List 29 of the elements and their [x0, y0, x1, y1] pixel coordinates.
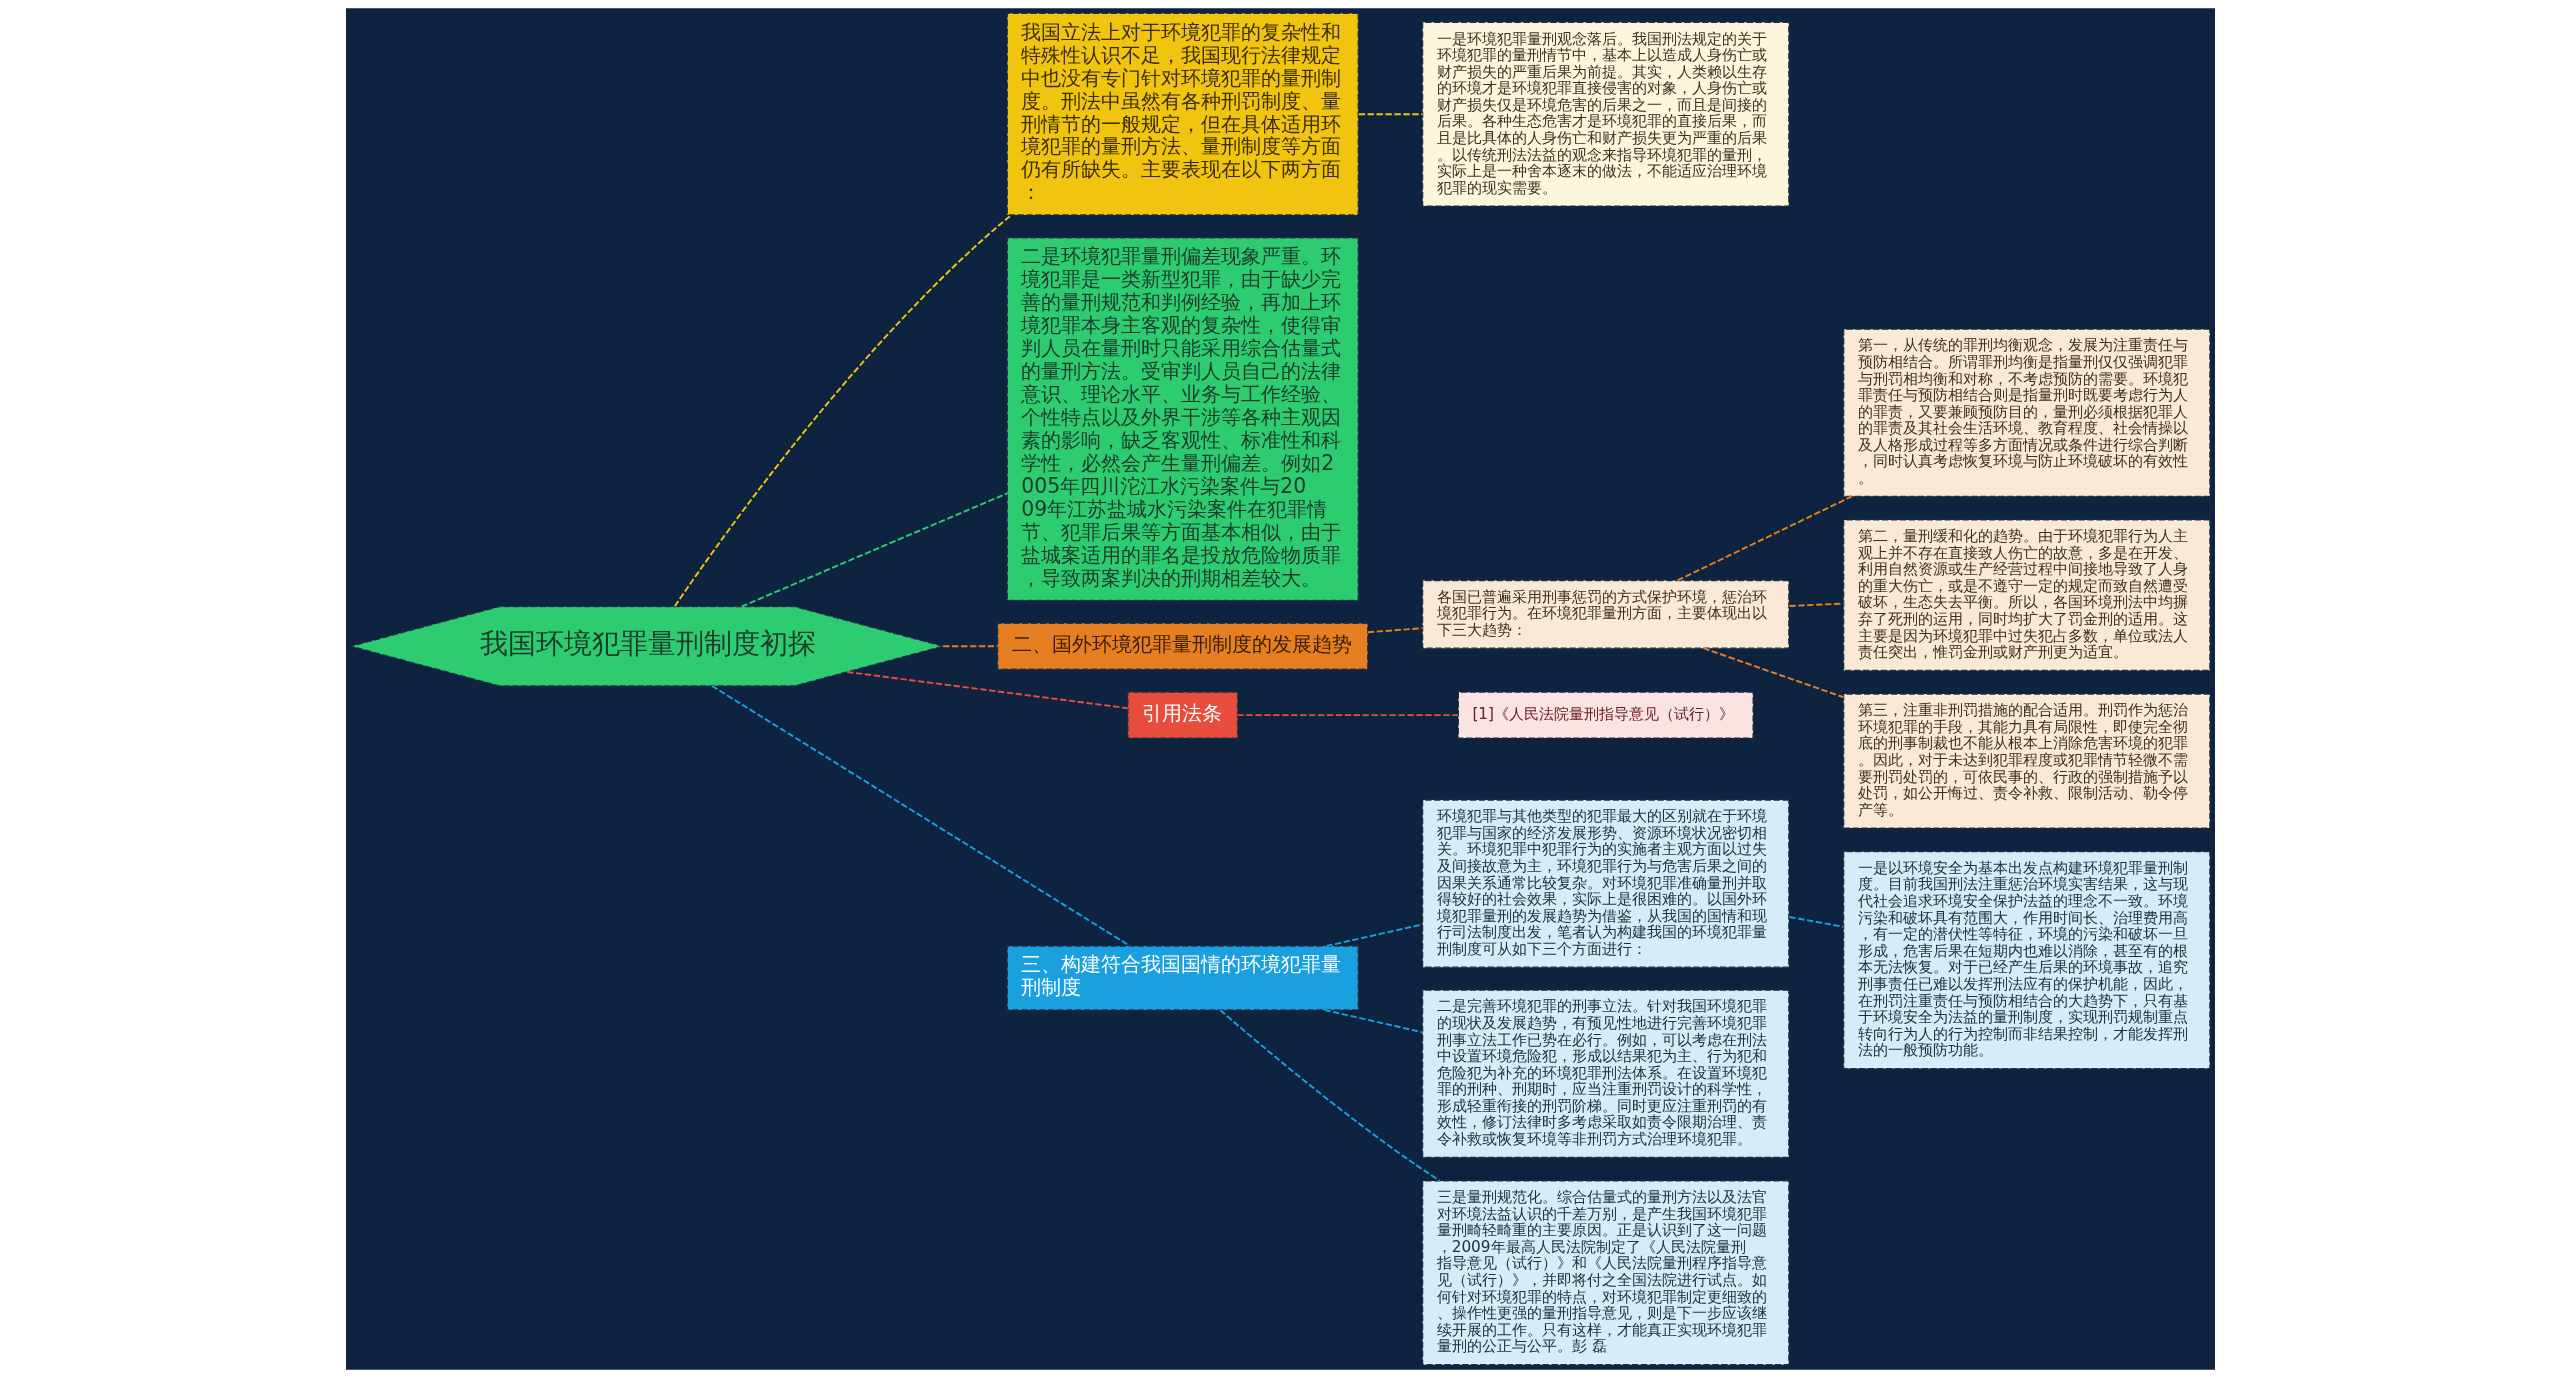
node-box: 环境犯罪与其他类型的犯罪最大的区别就在于环境犯罪与国家的经济发展形势、资源环境状况密切相关。环境犯罪中犯罪行为的实施者主观方面以过失及间接故意为主，环境犯罪行为与危害后果之间的因果关系通常比较复杂。对环境犯罪准确量刑并取得较好的社会效果，实际上是很困难的。以国外环境犯罪量刑的发展趋势为借鉴，从我国的国情和现行司法制度出发，笔者认为构建我国的环境犯罪量刑制度可从如下三个方面进行：: [1421, 799, 1789, 968]
connector: [1676, 495, 1853, 582]
node-box: 引用法条: [1126, 691, 1238, 739]
connector: [673, 214, 1012, 608]
connector: [1323, 1009, 1423, 1034]
node-box: 二、国外环境犯罪量刑制度的发展趋势: [996, 622, 1368, 670]
connector: [1324, 923, 1423, 947]
node-box: [1]《人民法院量刑指导意见（试行）》: [1457, 691, 1754, 739]
node-box: 我国立法上对于环境犯罪的复杂性和特殊性认识不足，我国现行法律规定中也没有专门针对环境犯罪的量刑制度。刑法中虽然有各种刑罚制度、量刑情节的一般规定，但在具体适用环境犯罪的量刑方法、量刑制度等方面仍有所缺失。主要表现在以下两方面：: [1006, 12, 1359, 216]
connector: [1218, 1009, 1441, 1182]
connector: [941, 645, 999, 648]
node-box: 第一，从传统的罪刑均衡观念，发展为注重责任与预防相结合。所谓罪刑均衡是指量刑仅仅强调犯罪与刑罚相均衡和对称，不考虑预防的需要。环境犯罪责任与预防相结合则是指量刑时既要考虑行为人的罪责，又要兼顾预防目的，量刑必须根据犯罪人的罪责及其社会生活环境、教育程度、社会情操以及人格形成过程等多方面情况或条件进行综合判断，同时认真考虑恢复环境与防止环境破坏的有效性。: [1842, 328, 2211, 497]
node-box: 第三，注重非刑罚措施的配合适用。刑罚作为惩治环境犯罪的手段，其能力具有局限性，即使完全彻底的刑事制裁也不能从根本上消除危害环境的犯罪。因此，对于未达到犯罪程度或犯罪情节轻微不需要刑罚处罚的，可依民事的、行政的强制措施予以处罚，如公开悔过、责令补救、限制活动、勒令停产等。: [1842, 693, 2211, 829]
node-box: 二是环境犯罪量刑偏差现象严重。环境犯罪是一类新型犯罪，由于缺少完善的量刑规范和判例经验，再加上环境犯罪本身主客观的复杂性，使得审判人员在量刑时只能采用综合估量式的量刑方法。受审判人员自己的法律意识、理论水平、业务与工作经验、个性特点以及外界干涉等各种主观因素的影响，缺乏客观性、标准性和科学性，必然会产生量刑偏差。例如2005年四川沱江水污染案件与2009年江苏盐城水污染案件在犯罪情节、犯罪后果等方面基本相似，由于盐城案适用的罪名是投放危险物质罪，导致两案判决的刑期相差较大。: [1006, 237, 1359, 601]
node-box: 一是环境犯罪量刑观念落后。我国刑法规定的关于环境犯罪的量刑情节中，基本上以造成人身伤亡或财产损失的严重后果为前提。其实，人类赖以生存的环境才是环境犯罪直接侵害的对象，人身伤亡或财产损失仅是环境危害的后果之一，而且是间接的后果。各种生态危害才是环境犯罪的直接后果，而且是比具体的人身伤亡和财产损失更为严重的后果。以传统刑法法益的观念来指导环境犯罪的量刑，实际上是一种舍本逐末的做法，不能适应治理环境犯罪的现实需要。: [1421, 21, 1789, 207]
node-box: 三是量刑规范化。综合估量式的量刑方法以及法官对环境法益认识的千差万别，是产生我国环境犯罪量刑畸轻畸重的主要原因。正是认识到了这一问题，2009年最高人民法院制定了《人民法院量刑指导意见（试行）》和《人民法院量刑程序指导意见（试行）》，并即将付之全国法院进行试点。如何针对环境犯罪的特点，对环境犯罪制定更细致的、操作性更强的量刑指导意见，则是下一步应该继续开展的工作。只有这样，才能真正实现环境犯罪量刑的公正与公平。彭 磊: [1421, 1180, 1789, 1366]
connector: [740, 492, 1008, 608]
connector: [1366, 627, 1423, 634]
connector: [1787, 916, 1844, 928]
connector: [845, 671, 1129, 710]
connector: [1236, 714, 1459, 717]
node-box: 三、构建符合我国国情的环境犯罪量刑制度: [1006, 945, 1359, 1011]
connector: [710, 685, 1131, 947]
node-box: 第二，量刑缓和化的趋势。由于环境犯罪行为人主观上并不存在直接致人伤亡的故意，多是在开发、利用自然资源或生产经营过程中间接地导致了人身的重大伤亡，或是不遵守一定的规定而致自然遭受破坏，生态失去平衡。所以，各国环境刑法中均摒弃了死刑的运用，同时均扩大了罚金刑的适用。这主要是因为环境犯罪中过失犯占多数，单位或法人责任突出，惟罚金刑或财产刑更为适宜。: [1842, 519, 2211, 672]
node-box: 一是以环境安全为基本出发点构建环境犯罪量刑制度。目前我国刑法注重惩治环境实害结果，这与现代社会追求环境安全保护法益的理念不一致。环境污染和破坏具有范围大，作用时间长、治理费用高，有一定的潜伏性等特征，环境的污染和破坏一旦形成，危害后果在短期内也难以消除，甚至有的根本无法恢复。对于已经产生后果的环境事故，追究刑事责任已难以发挥刑法应有的保护机能，因此，在刑罚注重责任与预防相结合的大趋势下，只有基于环境安全为法益的量刑制度，实现刑罚规制重点转向行为人的行为控制而非结果控制，才能发挥刑法的一般预防功能。: [1842, 851, 2211, 1070]
connector: [1357, 113, 1423, 116]
connector: [1702, 647, 1844, 699]
node-box: 二是完善环境犯罪的刑事立法。针对我国环境犯罪的现状及发展趋势，有预见性地进行完善环境犯罪刑事立法工作已势在必行。例如，可以考虑在刑法中设置环境危险犯，形成以结果犯为主、行为犯和危险犯为补充的环境犯罪刑法体系。在设置环境犯罪的刑种、刑期时，应当注重刑罚设计的科学性，形成轻重衔接的刑罚阶梯。同时更应注重刑罚的有效性，修订法律时多考虑采取如责令限期治理、责令补救或恢复环境等非刑罚方式治理环境犯罪。: [1421, 989, 1789, 1158]
node-box: 各国已普遍采用刑事惩罚的方式保护环境，惩治环境犯罪行为。在环境犯罪量刑方面，主要体现出以下三大趋势：: [1421, 579, 1789, 649]
